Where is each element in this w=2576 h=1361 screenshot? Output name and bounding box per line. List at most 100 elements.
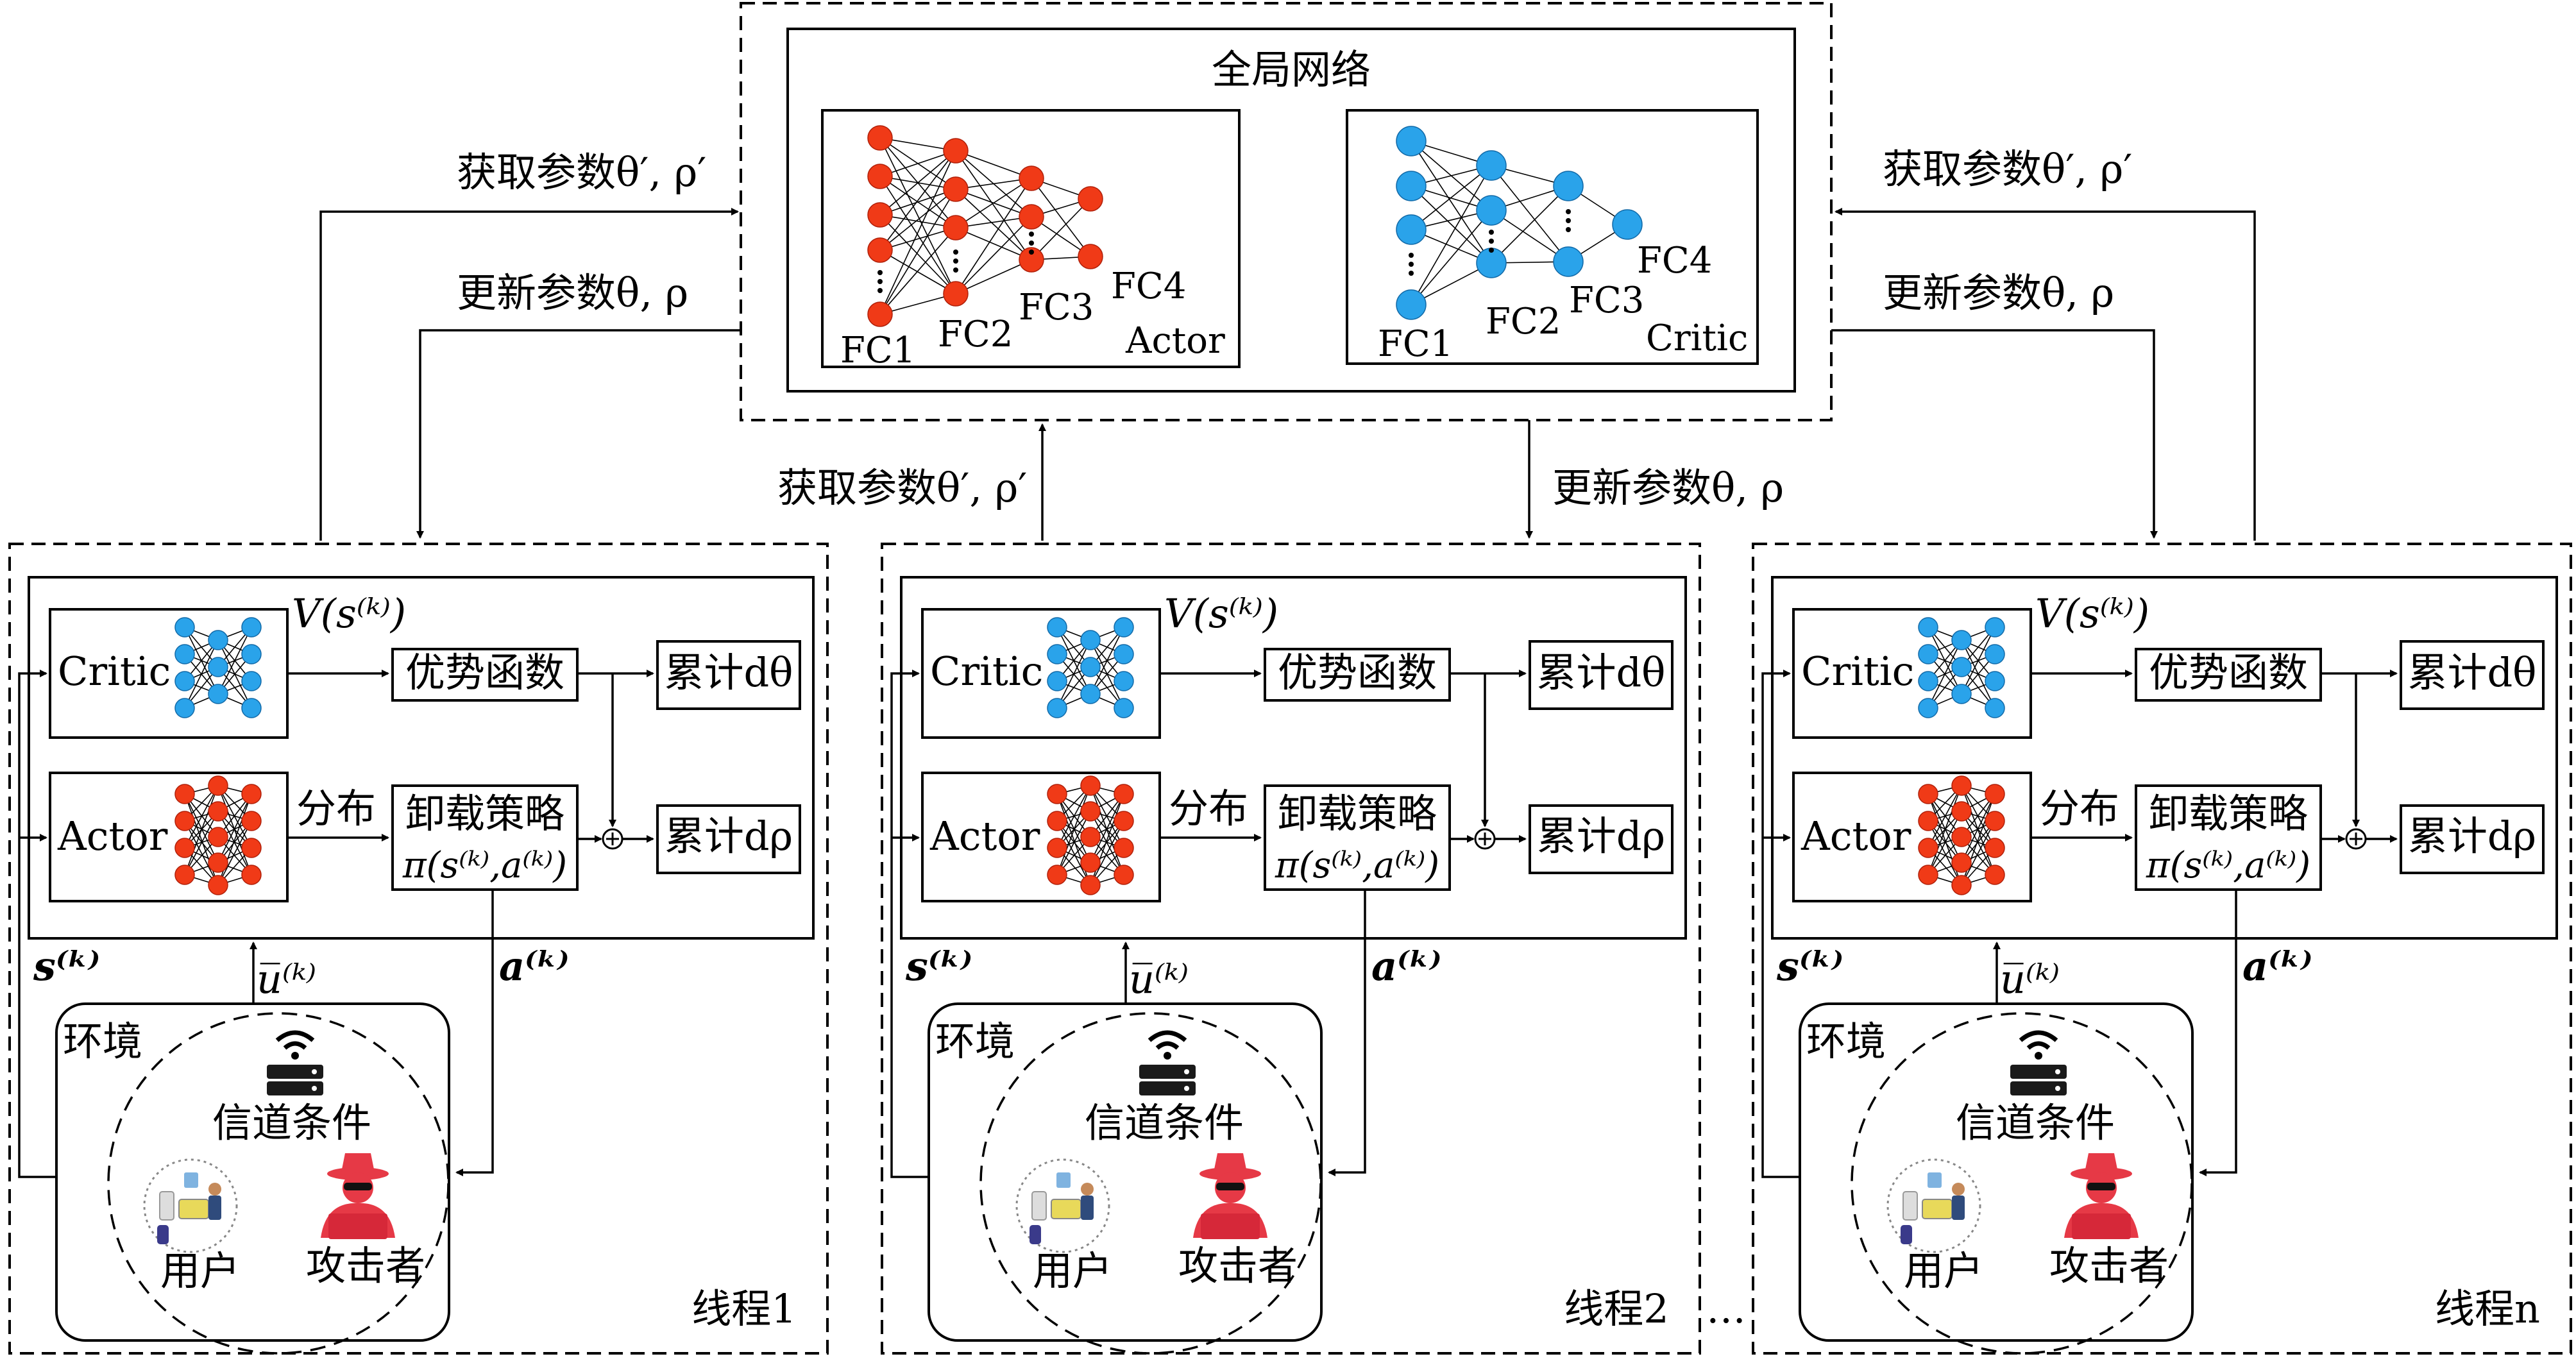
nn-edge [1491,185,1569,264]
vehicle-icon [1051,1199,1081,1219]
advantage-box [2135,648,2322,702]
nn-edge [879,176,956,294]
policy-expr-label: π(s⁽ᵏ⁾,a⁽ᵏ⁾) [402,845,567,886]
global-dashed-border [740,2,1833,421]
update-params-label-1: 更新参数θ, ρ [457,269,688,316]
nn-node [174,698,195,718]
offload-policy-label: 卸载策略 [1278,790,1437,837]
nn-node [1019,247,1044,273]
nn-ellipsis-dot [1029,241,1034,246]
nn-edge [1411,165,1492,305]
users-icon [143,1158,238,1253]
accum-theta-box [2400,640,2545,710]
nn-edge [879,293,956,315]
nn-node [1918,838,1938,858]
policy-box [2135,784,2322,891]
actor-net-drawing [867,125,1103,327]
nn-ellipsis-dot [1566,218,1571,223]
nn-node [208,657,228,677]
nn-node [1114,698,1134,718]
arrow-state-critic [1761,670,1800,1178]
watch-icon [1901,1225,1912,1244]
nn-edge [879,214,956,294]
nn-edge [184,793,219,863]
arrow-state-critic [18,670,56,1178]
person-body [1952,1196,1965,1220]
nn-edge [955,150,1032,179]
accum-theta-label: 累计dθ [664,649,793,696]
action-label: a⁽ᵏ⁾ [499,943,570,990]
actor-label: Actor [57,813,168,859]
nn-node [1476,150,1507,181]
global-critic-name: Critic [1646,317,1748,359]
ubar-label: u̅⁽ᵏ⁾ [1129,956,1189,1002]
get-params-label-1: 获取参数θ′, ρ′ [457,149,706,196]
nn-node [1985,617,2005,638]
advantage-box [391,648,579,702]
global-network-title: 全局网络 [1212,46,1371,93]
nn-node [1114,671,1134,691]
users-cloud [1015,1158,1110,1253]
wifi-arc [1148,1030,1187,1042]
nn-edge [1056,639,1091,709]
nn-node [1396,289,1427,320]
arrow-state-critic [890,670,929,1178]
nn-edge [955,178,1032,228]
critic-label: Critic [58,648,171,695]
nn-node [208,630,228,650]
nn-edge [1411,165,1492,230]
nn-ellipsis-dot [1029,232,1034,237]
server-led [312,1069,317,1074]
environment-label: 环境 [935,1018,1015,1065]
person-head [1952,1183,1965,1196]
nn-edge [1090,811,1124,875]
nn-node [943,281,969,307]
hat-crown [341,1153,375,1172]
nn-edge [217,793,252,863]
nn-edge [217,785,252,849]
server-unit [1139,1081,1196,1095]
environment-circle [979,1012,1322,1355]
nn-node [1047,811,1067,831]
nn-node [1985,644,2005,664]
nn-edge [217,627,252,695]
server-wifi-icon [2010,1030,2067,1095]
nn-edge [879,137,956,294]
nn-ellipsis-dot [877,279,883,284]
nn-node [1019,165,1044,191]
nn-ellipsis-dot [1566,227,1571,232]
nn-edge [1411,140,1492,264]
glasses [1216,1183,1244,1190]
nn-edge [879,189,956,216]
nn-node [1047,784,1067,804]
nn-node [1553,171,1584,201]
nn-node [174,784,195,804]
accum-theta-label: 累计dθ [1536,649,1665,696]
vehicle-icon [1922,1199,1953,1219]
actor-net-icon [1047,775,1134,895]
nn-node [1985,698,2005,718]
nn-node [1047,671,1067,691]
nn-node [1080,801,1101,822]
server-unit [1139,1065,1196,1079]
accum-rho-box [656,804,801,874]
server-led [1184,1069,1189,1074]
environment-circle [107,1012,450,1355]
policy-box [1264,784,1451,891]
nn-edge [1031,178,1091,257]
nn-edge [955,259,1032,294]
nn-node [1918,811,1938,831]
ubar-label: u̅⁽ᵏ⁾ [257,956,316,1002]
nn-node [208,852,228,873]
distribution-label: 分布 [296,785,376,832]
nn-node [1918,617,1938,638]
nn-node [1047,617,1067,638]
nn-node [1080,657,1101,677]
nn-edge [184,785,219,849]
nn-node [867,301,893,327]
nn-edge [184,639,219,709]
users-label: 用户 [1904,1247,1983,1294]
server-unit [2010,1081,2067,1095]
nn-node [1078,244,1103,269]
nn-edge [1928,639,1962,709]
